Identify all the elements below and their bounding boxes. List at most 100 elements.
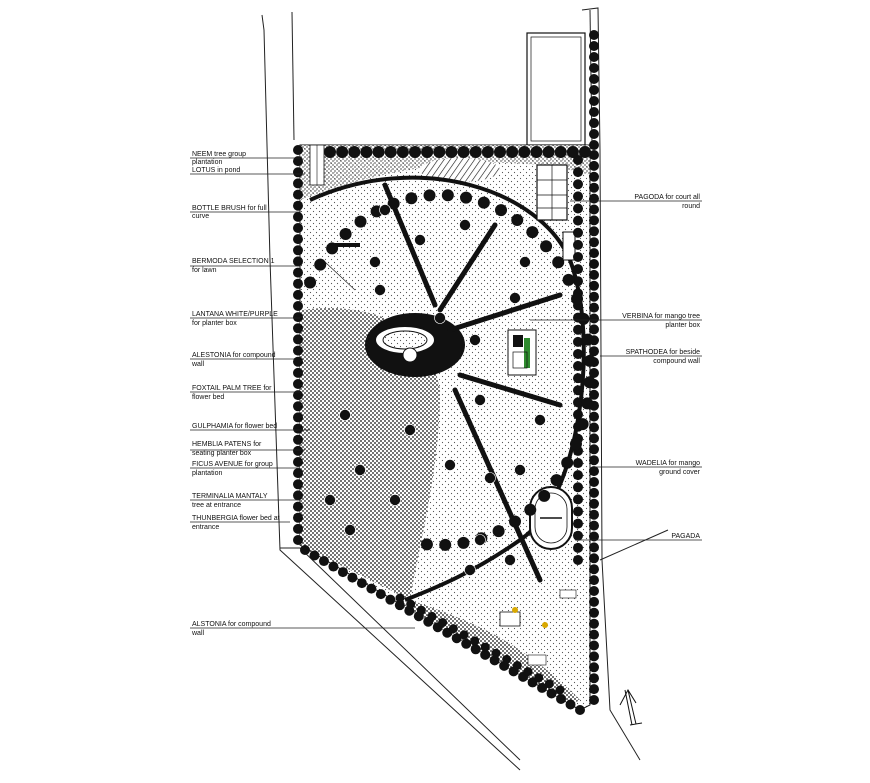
tree-symbol <box>293 189 303 200</box>
tree-symbol <box>326 242 339 255</box>
bermoda-pointer <box>324 261 356 291</box>
tree-symbol <box>589 30 599 40</box>
label-neem-2: plantation <box>192 159 222 166</box>
tree-symbol <box>337 567 348 578</box>
tree-symbol <box>573 385 583 396</box>
lawn-tree-symbol <box>404 424 416 436</box>
tree-symbol <box>293 267 303 278</box>
tree-symbol <box>576 418 589 431</box>
tree-symbol <box>470 636 480 646</box>
label-pagoda-1: PAGODA for court all <box>634 194 700 201</box>
label-ficus-1: FICUS AVENUE for group <box>192 461 273 468</box>
label-pagada-1: PAGADA <box>671 533 700 540</box>
label-alstonia-2: wall <box>191 630 205 637</box>
tree-symbol <box>589 542 599 553</box>
tree-symbol <box>293 468 303 479</box>
label-gulphamia-1: GULPHAMIA for flower bed <box>192 423 277 430</box>
tree-symbol <box>293 167 303 178</box>
tree-symbol <box>573 276 583 287</box>
tree-symbol <box>573 191 583 202</box>
tree-symbol <box>589 118 599 128</box>
tree-symbol <box>573 348 583 359</box>
lawn-tree-symbol <box>389 494 401 506</box>
lawn-tree-symbol <box>434 312 446 324</box>
pagoda-structure <box>536 164 576 261</box>
tree-symbol <box>324 146 336 158</box>
tree-symbol <box>589 204 599 215</box>
tree-symbol <box>293 367 303 378</box>
label-hemblia-1: HEMBLIA PATENS for <box>192 441 262 448</box>
tree-symbol <box>460 191 473 204</box>
tree-symbol <box>589 129 599 139</box>
tree-symbol <box>394 600 405 611</box>
north-arrow-icon <box>619 688 643 726</box>
tree-symbol <box>589 346 599 357</box>
tree-symbol <box>573 203 583 214</box>
tree-symbol <box>480 649 491 660</box>
tree-symbol <box>293 234 303 245</box>
tree-symbol <box>573 482 583 493</box>
lawn-tree-symbol <box>469 334 481 346</box>
tree-symbol <box>314 258 327 271</box>
tree-symbol <box>293 479 303 490</box>
tree-symbol <box>589 695 599 705</box>
tree-symbol <box>416 605 426 615</box>
tree-symbol <box>589 531 599 542</box>
tree-symbol <box>589 182 599 193</box>
lawn-tree-symbol <box>464 564 476 576</box>
tree-symbol <box>293 523 303 534</box>
tree-symbol <box>293 178 303 189</box>
tree-symbol <box>583 354 596 367</box>
tree-symbol <box>589 313 599 324</box>
tree-symbol <box>589 640 599 651</box>
tree-symbol <box>293 301 303 311</box>
left-leader-lines <box>190 157 415 629</box>
tree-symbol <box>293 345 303 356</box>
tree-symbol <box>293 245 303 256</box>
tree-symbol <box>589 74 599 84</box>
tree-symbol <box>589 477 599 487</box>
tree-symbol <box>573 179 583 190</box>
label-spathodea-1: SPATHODEA for beside <box>626 349 701 356</box>
tree-symbol <box>518 146 531 158</box>
tree-symbol <box>573 470 583 481</box>
tree-symbol <box>542 146 555 158</box>
lawn-tree-symbol <box>374 284 386 296</box>
tree-symbol <box>451 633 462 644</box>
tree-symbol <box>573 530 583 541</box>
tree-symbol <box>421 146 434 158</box>
label-foxtail-1: FOXTAIL PALM TREE for <box>192 385 272 392</box>
label-bottle-brush-1: BOTTLE BRUSH for full <box>192 205 267 212</box>
lawn-tree-symbol <box>354 464 366 476</box>
tree-symbol <box>492 525 505 538</box>
tree-symbol <box>300 545 310 555</box>
tree-symbol <box>347 572 358 583</box>
tree-symbol <box>561 456 574 469</box>
lawn-tree-symbol <box>484 472 496 484</box>
label-wadelia-2: ground cover <box>659 469 701 476</box>
tree-symbol <box>589 498 599 509</box>
lawn-tree-symbol <box>369 256 381 268</box>
tree-symbol <box>552 256 565 269</box>
tree-symbol <box>573 215 583 226</box>
right-leader-lines <box>530 200 702 541</box>
tree-symbol <box>448 624 458 634</box>
tree-symbol <box>589 607 599 618</box>
tree-symbol <box>589 553 599 564</box>
tree-symbol <box>526 226 539 239</box>
tree-symbol <box>293 200 303 211</box>
tree-symbol <box>304 276 317 289</box>
lawn-tree-symbol <box>474 534 486 546</box>
tree-symbol <box>589 291 599 302</box>
tree-symbol <box>293 312 303 323</box>
tree-symbol <box>409 146 421 158</box>
label-alestonia-2: wall <box>191 361 205 368</box>
tree-symbol <box>573 494 583 505</box>
lawn-tree-symbol <box>379 204 391 216</box>
tree-symbol <box>562 273 575 286</box>
label-pagoda-2: round <box>682 203 700 210</box>
tree-symbol <box>495 204 508 217</box>
lawn-tree-symbol <box>509 292 521 304</box>
tree-symbol <box>589 586 599 596</box>
tree-symbol <box>328 561 339 572</box>
